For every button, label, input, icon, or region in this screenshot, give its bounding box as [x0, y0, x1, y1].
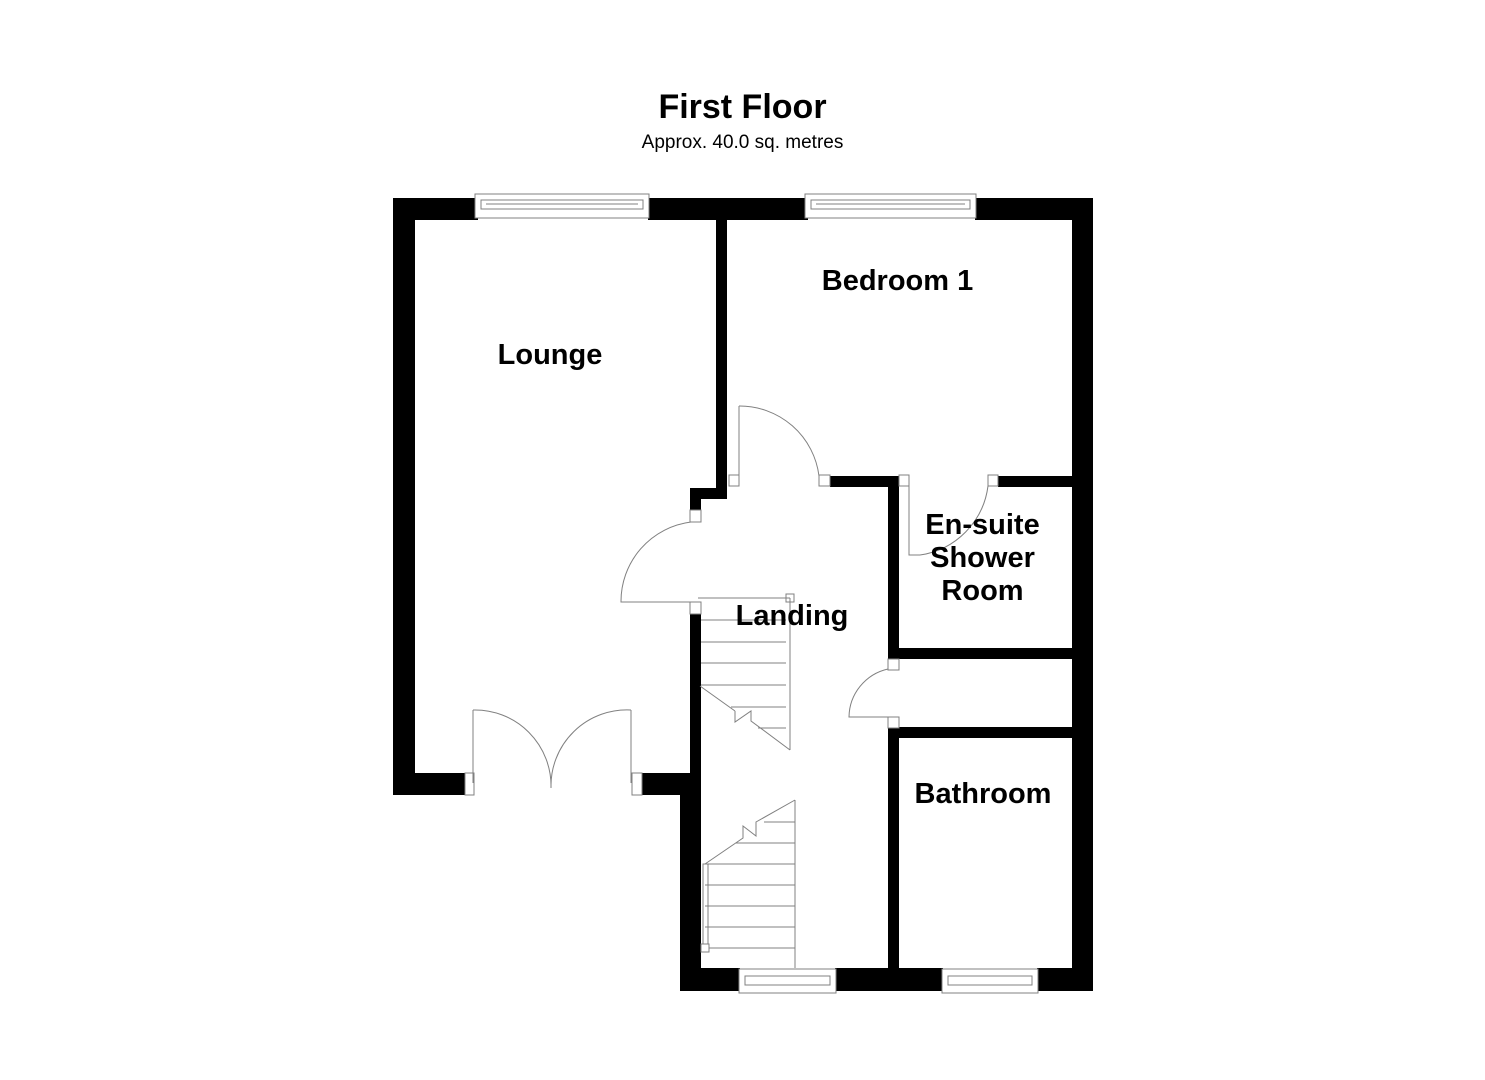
window-lounge: [474, 193, 650, 219]
wall-step-vertical: [690, 488, 701, 510]
wall-step-horizontal: [690, 488, 727, 499]
wall-ensuite-top-right: [998, 476, 1074, 487]
wall-right-outer: [1072, 198, 1093, 991]
stairs: [689, 593, 796, 968]
door-bedroom: [728, 405, 831, 487]
wall-landing-left-lower: [680, 773, 701, 991]
wall-top-middle: [648, 198, 808, 220]
windows: [474, 193, 1039, 994]
wall-landing-left: [690, 613, 701, 793]
room-label-ensuite: En-suite Shower Room: [925, 509, 1040, 607]
door-ensuite: [898, 474, 999, 556]
stairs-upper: [689, 593, 795, 751]
window-bedroom: [804, 193, 977, 219]
window-bathroom: [941, 968, 1039, 994]
wall-bottom-middle: [835, 968, 943, 991]
wall-ensuite-left: [888, 476, 899, 669]
room-label-landing: Landing: [735, 600, 849, 632]
window-landing: [738, 968, 837, 994]
doors: [464, 405, 999, 796]
room-label-bedroom-1: Bedroom 1: [821, 265, 974, 297]
walls: [393, 198, 1093, 991]
wall-left-outer: [393, 198, 415, 795]
door-lounge-double: [464, 709, 643, 796]
wall-ensuite-bottom: [888, 648, 1074, 659]
room-label-lounge: Lounge: [497, 339, 603, 371]
door-cupboard: [848, 658, 900, 729]
wall-lounge-bottom-right: [642, 773, 690, 795]
floor-area: Approx. 40.0 sq. metres: [641, 132, 844, 153]
wall-lounge-bottom-left: [393, 773, 465, 795]
wall-bottom-right: [1037, 968, 1093, 991]
door-lounge-landing: [620, 509, 702, 615]
wall-bedroom-bottom: [830, 476, 898, 487]
room-label-bathroom: Bathroom: [914, 778, 1052, 810]
wall-bathroom-top: [888, 727, 1074, 738]
wall-top-right: [975, 198, 1093, 220]
wall-bottom-left: [680, 968, 740, 991]
floor-title: First Floor: [658, 88, 827, 126]
wall-lounge-bedroom: [716, 218, 727, 498]
wall-bathroom-left: [888, 727, 899, 991]
stairs-lower: [700, 799, 796, 968]
